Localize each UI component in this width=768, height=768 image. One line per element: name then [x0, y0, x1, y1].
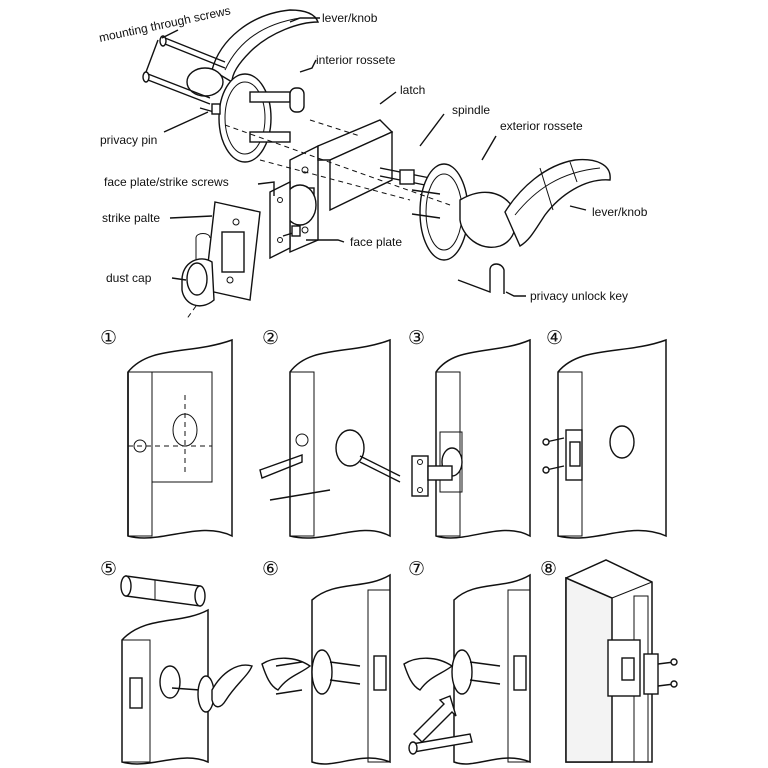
step-3-number: ③: [408, 327, 425, 349]
step-5-panel: ⑤: [100, 558, 253, 765]
step-1-number: ①: [100, 327, 117, 349]
step-7-number: ⑦: [408, 558, 425, 580]
step-6-panel: ⑥: [261, 558, 391, 765]
label-latch: latch: [400, 83, 425, 97]
spindle-part: [379, 167, 431, 187]
exploded-view: mounting through screws lever/knob inter…: [98, 3, 648, 321]
label-dust-cap: dust cap: [106, 271, 152, 285]
dust-cap-part: [181, 233, 215, 321]
step-8-panel: ⑧: [540, 558, 678, 763]
label-face-plate: face plate: [350, 235, 402, 249]
interior-rossete-part: [218, 73, 305, 163]
step-6-number: ⑥: [262, 558, 279, 580]
step-5-number: ⑤: [100, 558, 117, 580]
exterior-rossete-part: [411, 163, 469, 261]
mounting-screws-part: [142, 35, 226, 105]
privacy-unlock-key-part: [457, 263, 505, 294]
label-privacy-pin: privacy pin: [100, 133, 157, 147]
label-spindle: spindle: [452, 103, 490, 117]
label-interior-rossete: interior rossete: [316, 53, 396, 67]
label-lever-knob-right: lever/knob: [592, 205, 648, 219]
step-2-panel: ②: [259, 327, 401, 539]
step-7-panel: ⑦: [403, 558, 531, 765]
leader-lines: [145, 17, 587, 297]
label-face-plate-strike-screws: face plate/strike screws: [104, 175, 229, 189]
step-1-panel: ①: [100, 327, 233, 539]
label-exterior-rossete: exterior rossete: [500, 119, 583, 133]
step-4-number: ④: [546, 327, 563, 349]
alignment-lines: [224, 119, 451, 206]
step-8-number: ⑧: [540, 558, 557, 580]
label-privacy-unlock-key: privacy unlock key: [530, 289, 628, 303]
face-plate-part: [269, 180, 301, 260]
label-lever-knob-top: lever/knob: [322, 11, 378, 25]
strike-plate-part: [204, 201, 261, 301]
step-3-panel: ③: [408, 327, 531, 539]
privacy-pin-part: [199, 103, 221, 115]
step-2-number: ②: [262, 327, 279, 349]
label-strike-palte: strike palte: [102, 211, 160, 225]
exterior-lever-part: [459, 158, 611, 248]
step-4-panel: ④: [542, 327, 667, 539]
